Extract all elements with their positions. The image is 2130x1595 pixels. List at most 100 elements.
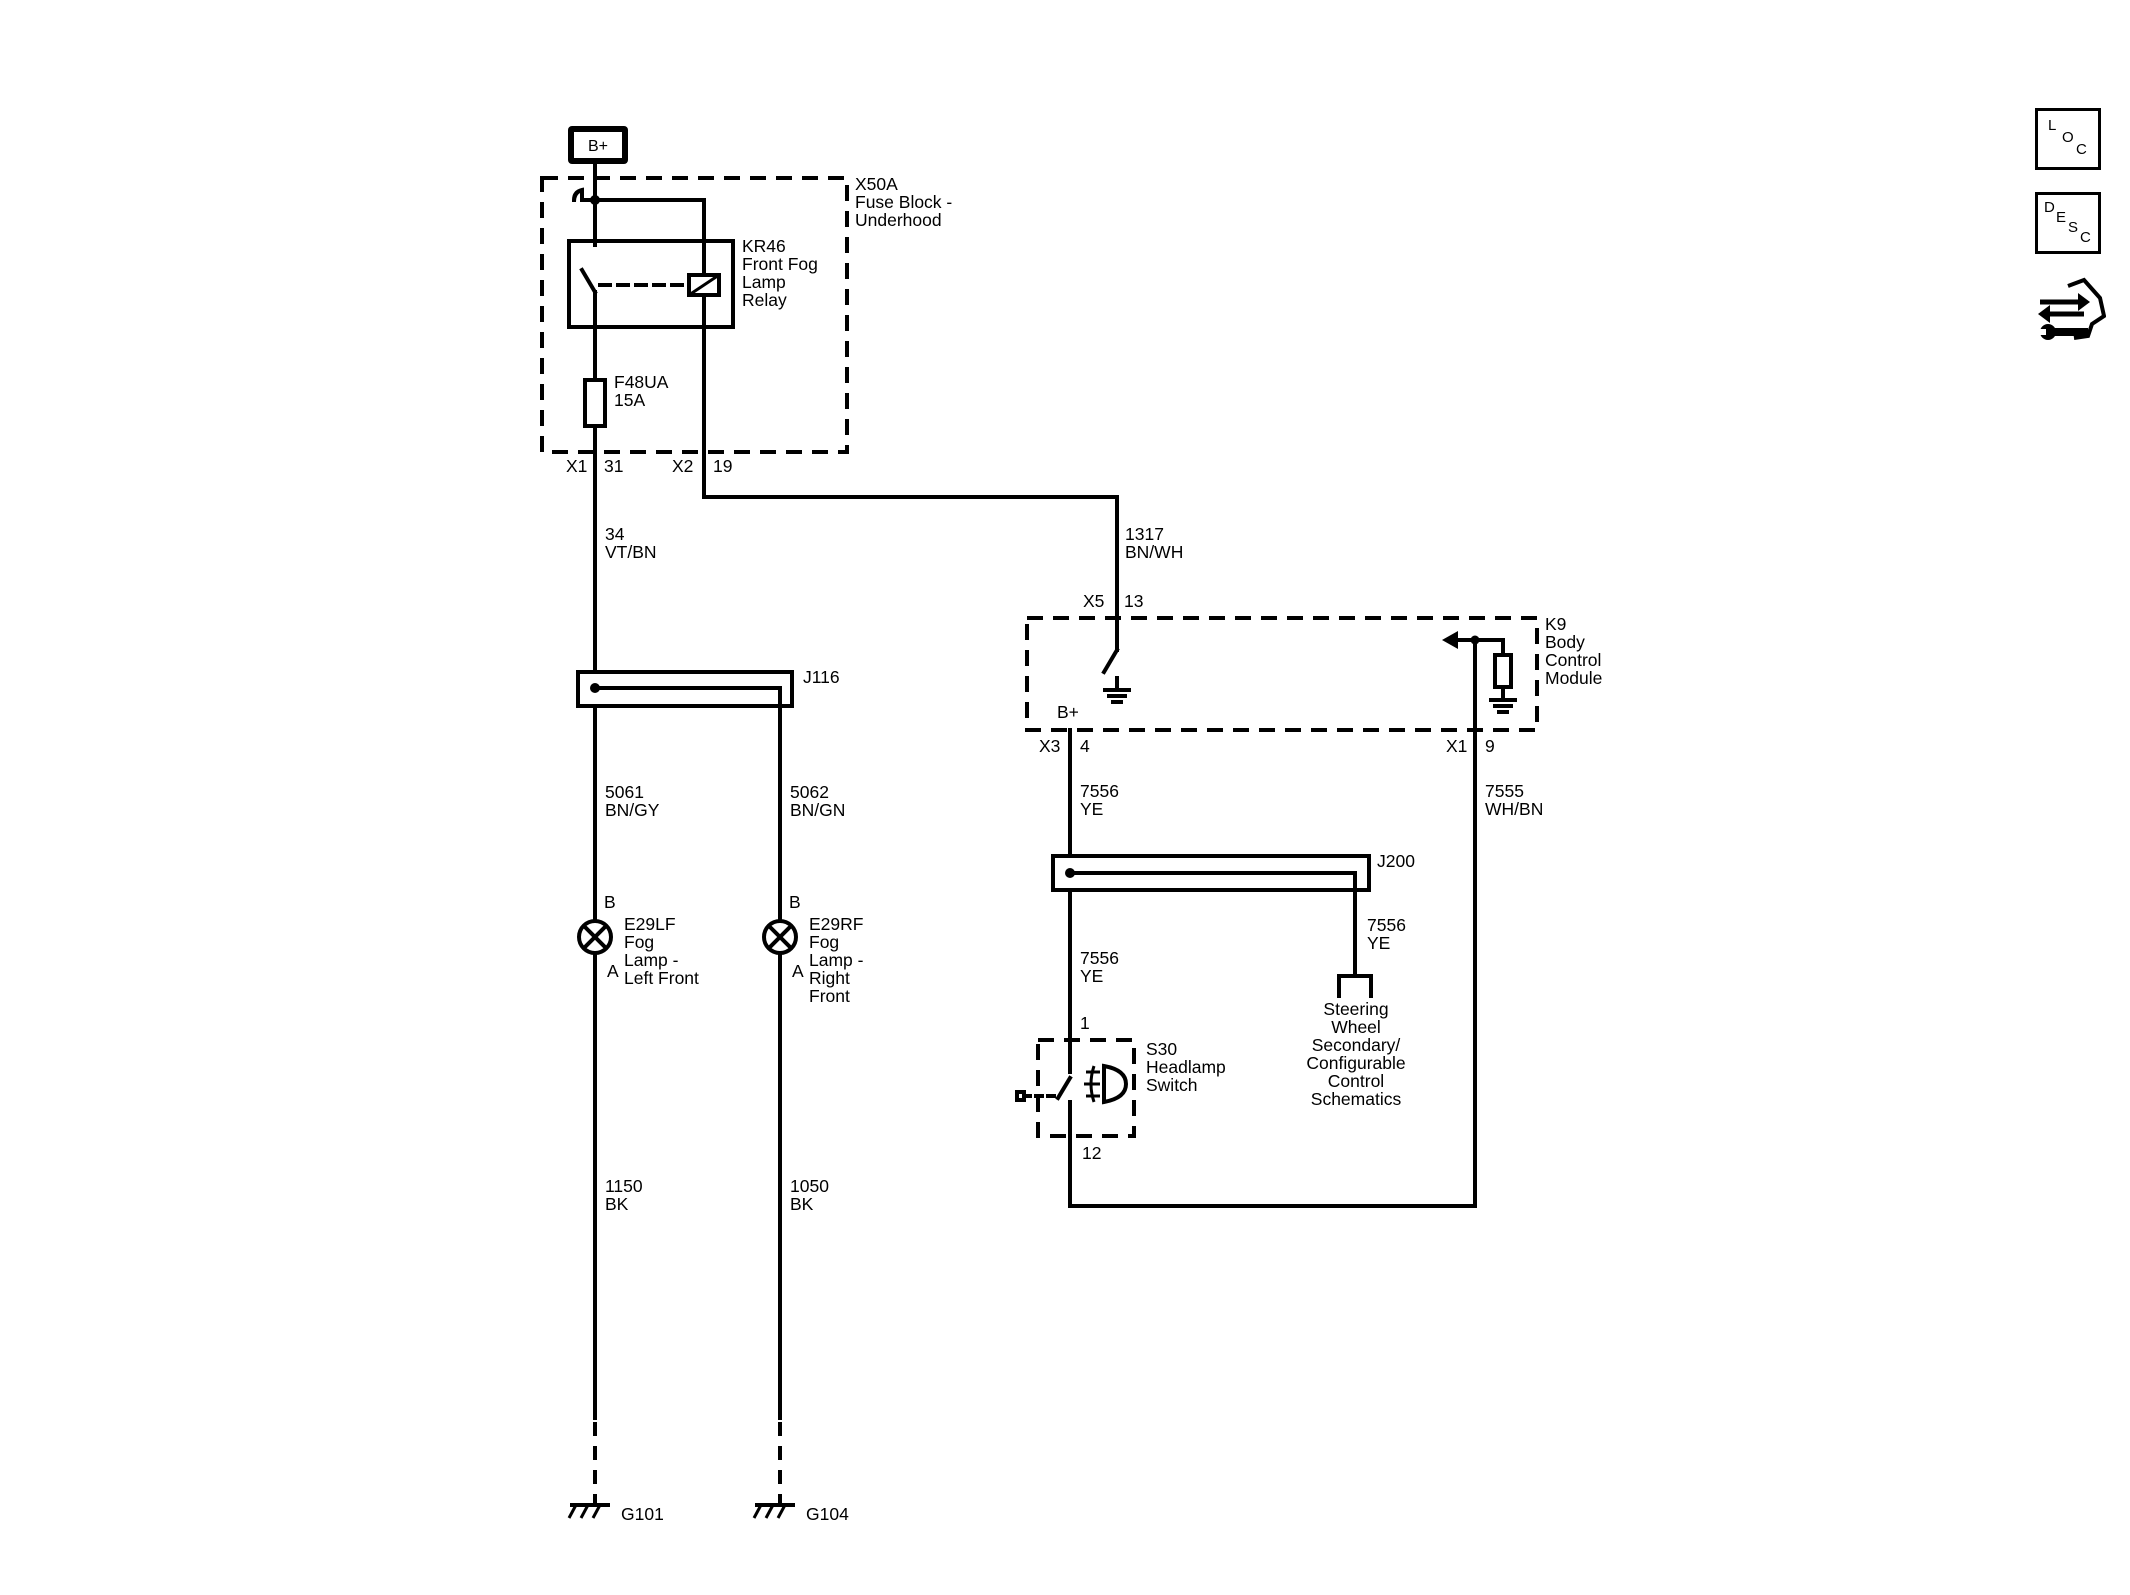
bcm-pullup-resistor	[1493, 653, 1513, 689]
description-view-button[interactable]: D E S C	[2035, 192, 2101, 254]
steering-ref-line-4: Configurable	[1306, 1053, 1405, 1073]
relay-switch-contact	[579, 267, 598, 295]
wire-1150-circuit: 1150	[605, 1176, 643, 1196]
splice-j200-bar	[1068, 871, 1357, 892]
lamp-right-label-1: Fog	[809, 932, 839, 952]
fuse-id: F48UA	[614, 372, 669, 392]
lamp-left-pin-a: A	[607, 961, 619, 981]
steering-ref-line-3: Secondary/	[1312, 1035, 1401, 1055]
switch-actuator-icon	[1015, 1090, 1026, 1102]
bcm-x5-conn: X5	[1083, 591, 1104, 611]
wire-7555-color: WH/BN	[1485, 799, 1543, 819]
loc-letter-c: C	[2076, 141, 2087, 158]
lamp-left-label-1: Fog	[624, 932, 654, 952]
steering-ref-line-2: Wheel	[1331, 1017, 1381, 1037]
fuse-block-conn-a: X1	[566, 456, 587, 476]
bcm-x1-conn: X1	[1446, 736, 1467, 756]
bcm-bplus-label: B+	[1057, 702, 1079, 722]
wire-7556-c-color: YE	[1367, 933, 1390, 953]
splice-j116-node	[590, 683, 600, 693]
wire-5062-circuit: 5062	[790, 782, 829, 802]
lamp-left-pin-b: B	[604, 892, 616, 912]
fuse-rating: 15A	[614, 390, 645, 410]
steering-ref-line-6: Schematics	[1311, 1089, 1402, 1109]
ground-g101-icon	[567, 1496, 610, 1519]
lamp-left-label-2: Lamp -	[624, 950, 679, 970]
desc-letter-e: E	[2056, 209, 2067, 226]
splice-j200	[1051, 854, 1371, 892]
bcm-label-2: Control	[1545, 650, 1601, 670]
wire-7556-a-color: YE	[1080, 799, 1103, 819]
bcm-x3-pin: 4	[1080, 736, 1090, 756]
connector-navigation-icon[interactable]	[2034, 276, 2106, 350]
wire-34-color: VT/BN	[605, 542, 657, 562]
lamp-right-id: E29RF	[809, 914, 863, 934]
steering-ref-line-5: Control	[1328, 1071, 1384, 1091]
bcm-resistor-ground-icon	[1489, 698, 1517, 714]
wire-switch-return	[1068, 1134, 1477, 1208]
relay-id: KR46	[742, 236, 786, 256]
wire-1050-circuit: 1050	[790, 1176, 829, 1196]
wire-7555-circuit: 7555	[1485, 781, 1524, 801]
desc-letter-c: C	[2080, 229, 2091, 246]
location-view-button[interactable]: L O C	[2035, 108, 2101, 170]
desc-letter-d: D	[2044, 199, 2055, 216]
lamp-right-label-3: Right	[809, 968, 850, 988]
bcm-x3-conn: X3	[1039, 736, 1060, 756]
switch-contact	[1055, 1075, 1073, 1101]
headlamp-switch-outline	[1036, 1038, 1136, 1138]
lamp-left-icon	[577, 919, 613, 955]
desc-letter-s: S	[2068, 219, 2079, 236]
fuse-block-conn-b: X2	[672, 456, 693, 476]
fuse-block-pin-b: 19	[713, 456, 732, 476]
wire-5061-circuit: 5061	[605, 782, 644, 802]
loc-letter-l: L	[2048, 117, 2057, 134]
wire-1150-color: BK	[605, 1194, 629, 1214]
lamp-left-label-3: Left Front	[624, 968, 699, 988]
lamp-left-id: E29LF	[624, 914, 676, 934]
steering-ref-line-1: Steering	[1323, 999, 1388, 1019]
lamp-right-pin-b: B	[789, 892, 801, 912]
fuse-block-name-1: Fuse Block -	[855, 192, 952, 212]
bcm-input-arrow-icon	[1442, 631, 1458, 649]
wire-34-circuit: 34	[605, 524, 625, 544]
fuse-block-junction	[590, 195, 600, 205]
wire-1050-color: BK	[790, 1194, 814, 1214]
splice-j116	[576, 670, 794, 708]
ground-g104-label: G104	[806, 1504, 849, 1524]
ground-g101-label: G101	[621, 1504, 664, 1524]
switch-label-1: Headlamp	[1146, 1057, 1226, 1077]
wire-7556-b-circuit: 7556	[1080, 948, 1119, 968]
wire-5061-color: BN/GY	[605, 800, 660, 820]
lamp-right-pin-a: A	[792, 961, 804, 981]
fuse-block-hook	[571, 187, 584, 203]
bcm-x1-pin: 9	[1485, 736, 1495, 756]
wire-7556-b-color: YE	[1080, 966, 1103, 986]
wire-1317	[702, 450, 1119, 652]
splice-j116-bar	[593, 686, 782, 708]
switch-id: S30	[1146, 1039, 1177, 1059]
splice-j200-label: J200	[1377, 851, 1415, 871]
lamp-right-label-4: Front	[809, 986, 850, 1006]
bcm-label-1: Body	[1545, 632, 1585, 652]
bcm-internal-ground-icon	[1103, 688, 1131, 704]
fuse-block-outline	[540, 176, 849, 454]
fuse-block-id: X50A	[855, 174, 898, 194]
fog-lamp-symbol-icon	[1084, 1063, 1129, 1105]
relay-coil-slash	[688, 273, 720, 297]
wire-7556-a-circuit: 7556	[1080, 781, 1119, 801]
ground-g104-icon	[752, 1496, 795, 1519]
power-source-label: B+	[588, 138, 608, 155]
fuse-block-name-2: Underhood	[855, 210, 942, 230]
bcm-label-3: Module	[1545, 668, 1602, 688]
loc-letter-o: O	[2062, 129, 2074, 146]
bcm-id: K9	[1545, 614, 1566, 634]
switch-label-2: Switch	[1146, 1075, 1198, 1095]
relay-label-2: Lamp	[742, 272, 786, 292]
fuse-body	[583, 378, 607, 428]
relay-label-3: Relay	[742, 290, 787, 310]
splice-j116-label: J116	[803, 667, 840, 687]
lamp-right-icon	[762, 919, 798, 955]
relay-box	[567, 239, 735, 329]
